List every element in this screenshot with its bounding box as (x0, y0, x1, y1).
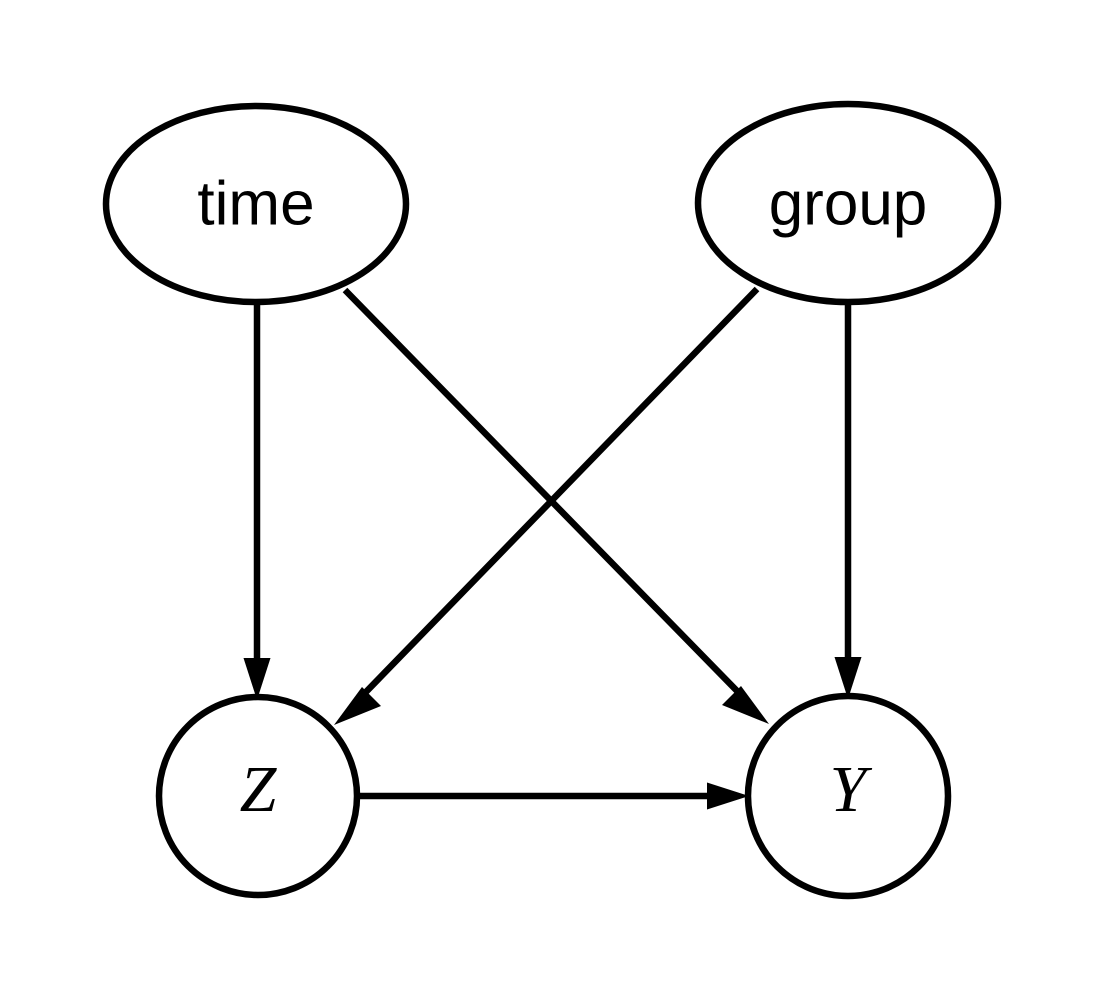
node-Y-circle[interactable] (744, 692, 952, 900)
node-time[interactable]: time (102, 102, 410, 306)
edge-Z-to-Y-arrowhead (707, 782, 749, 810)
edge-time-to-Y (342, 287, 769, 724)
node-Z-label: Z (240, 753, 278, 826)
node-Z-circle[interactable] (155, 693, 361, 899)
node-Y[interactable]: Y (744, 692, 952, 900)
edge-layer (243, 286, 862, 810)
edge-time-to-Z-arrowhead (243, 658, 271, 700)
edge-time-to-Z (243, 303, 271, 700)
node-Z[interactable]: Z (155, 693, 361, 899)
edge-group-to-Y (834, 302, 862, 699)
edge-group-to-Z (334, 286, 760, 725)
edge-group-to-Y-arrowhead (834, 657, 862, 699)
edge-Z-to-Y (357, 782, 749, 810)
node-group-ellipse[interactable] (694, 100, 1002, 306)
node-Y-label: Y (830, 753, 873, 826)
edge-group-to-Z-line (360, 286, 760, 698)
edge-group-to-Z-arrowhead (334, 687, 381, 725)
node-group[interactable]: group (694, 100, 1002, 306)
node-time-label: time (197, 169, 314, 238)
edge-time-to-Y-arrowhead (722, 686, 769, 724)
edge-time-to-Y-line (342, 287, 743, 697)
node-group-label: group (769, 169, 928, 238)
node-layer: time group Z Y (102, 100, 1002, 900)
node-time-ellipse[interactable] (102, 102, 410, 306)
